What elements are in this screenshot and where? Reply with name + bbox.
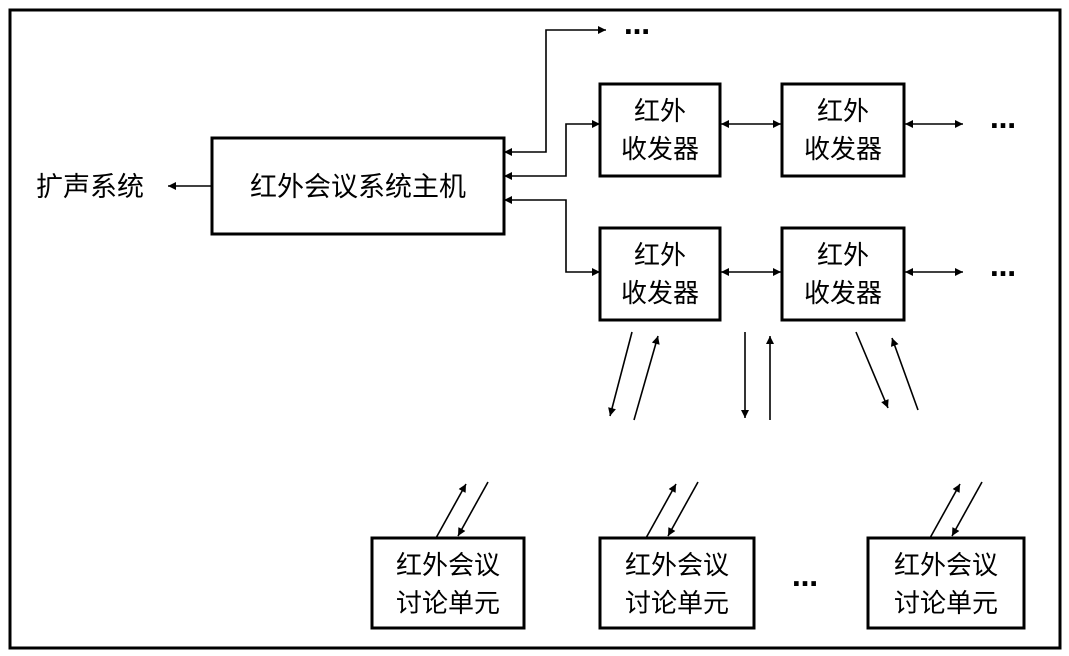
units-ellipsis: … — [792, 563, 818, 593]
transceiver-1-line1: 红外 — [634, 97, 686, 127]
transceiver-2: 红外 收发器 — [780, 82, 906, 178]
unit-2-down-arrow — [667, 481, 699, 537]
host-to-transceiver-1-arrow — [504, 120, 600, 180]
transceiver-4-line1: 红外 — [817, 241, 869, 271]
transceiver-2-line1: 红外 — [817, 97, 869, 127]
unit-3-down-arrow — [951, 481, 983, 537]
host-node: 红外会议系统主机 — [210, 136, 506, 236]
transceiver-4-line2: 收发器 — [804, 279, 882, 309]
ir-down-arrow-right — [855, 331, 889, 409]
host-to-more-arrow — [504, 26, 606, 156]
unit-1-up-arrow — [435, 483, 467, 539]
host-label: 红外会议系统主机 — [250, 172, 466, 203]
transceiver-2-line2: 收发器 — [804, 135, 882, 165]
discussion-unit-3: 红外会议 讨论单元 — [866, 536, 1026, 630]
ir-up-arrow-right — [890, 337, 919, 411]
transceiver-1: 红外 收发器 — [598, 82, 722, 178]
unit-2-line1: 红外会议 — [625, 551, 729, 581]
diagram-frame — [8, 8, 1062, 650]
transceiver-3-line2: 收发器 — [621, 279, 699, 309]
host-to-transceiver-3-arrow — [504, 196, 600, 276]
unit-2-line2: 讨论单元 — [625, 589, 729, 619]
unit-3-line1: 红外会议 — [894, 551, 998, 581]
row2-ellipsis: … — [990, 253, 1016, 283]
transceiver-4: 红外 收发器 — [780, 226, 906, 322]
unit-3-line2: 讨论单元 — [894, 589, 998, 619]
unit-3-up-arrow — [929, 483, 961, 539]
unit-2-up-arrow — [645, 483, 677, 539]
unit-1-down-arrow — [457, 481, 489, 537]
sound-system-label: 扩声系统 — [36, 172, 144, 203]
transceiver-3-line1: 红外 — [634, 241, 686, 271]
ir-up-arrow-left — [633, 335, 660, 421]
top-ellipsis: … — [624, 11, 650, 41]
transceiver-3: 红外 收发器 — [598, 226, 722, 322]
discussion-unit-1: 红外会议 讨论单元 — [370, 536, 526, 630]
unit-1-line1: 红外会议 — [396, 551, 500, 581]
unit-1-line2: 讨论单元 — [396, 589, 500, 619]
transceiver-1-line2: 收发器 — [621, 135, 699, 165]
row1-ellipsis: … — [990, 105, 1016, 135]
discussion-unit-2: 红外会议 讨论单元 — [598, 536, 756, 630]
ir-down-arrow-left — [608, 331, 633, 417]
